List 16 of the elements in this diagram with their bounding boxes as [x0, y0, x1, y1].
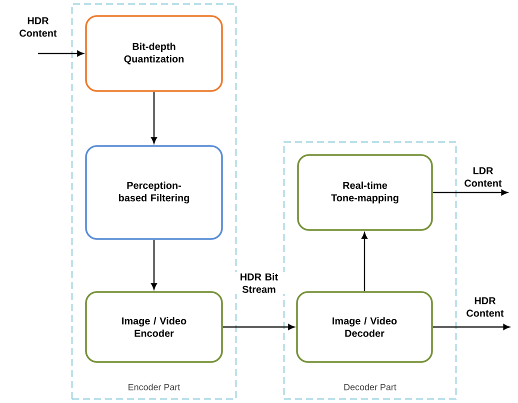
arrow [362, 232, 368, 292]
process-box: Image / Video Encoder [85, 291, 223, 363]
process-box: Perception-based Filtering [85, 145, 223, 240]
arrow [432, 324, 510, 330]
arrow [151, 92, 157, 144]
arrow [222, 324, 295, 330]
text-label: LDR Content [464, 167, 502, 187]
arrow [432, 190, 508, 196]
edge-label: HDR Bit Stream [232, 272, 286, 294]
process-box: Image / Video Decoder [296, 291, 433, 363]
process-box: Bit-depth Quantization [85, 15, 223, 92]
process-box: Real-time Tone-mapping [297, 154, 433, 231]
arrow [38, 50, 84, 56]
text-label: HDR Content [20, 17, 57, 37]
arrow [151, 240, 157, 290]
text-label: HDR Content [466, 297, 504, 317]
